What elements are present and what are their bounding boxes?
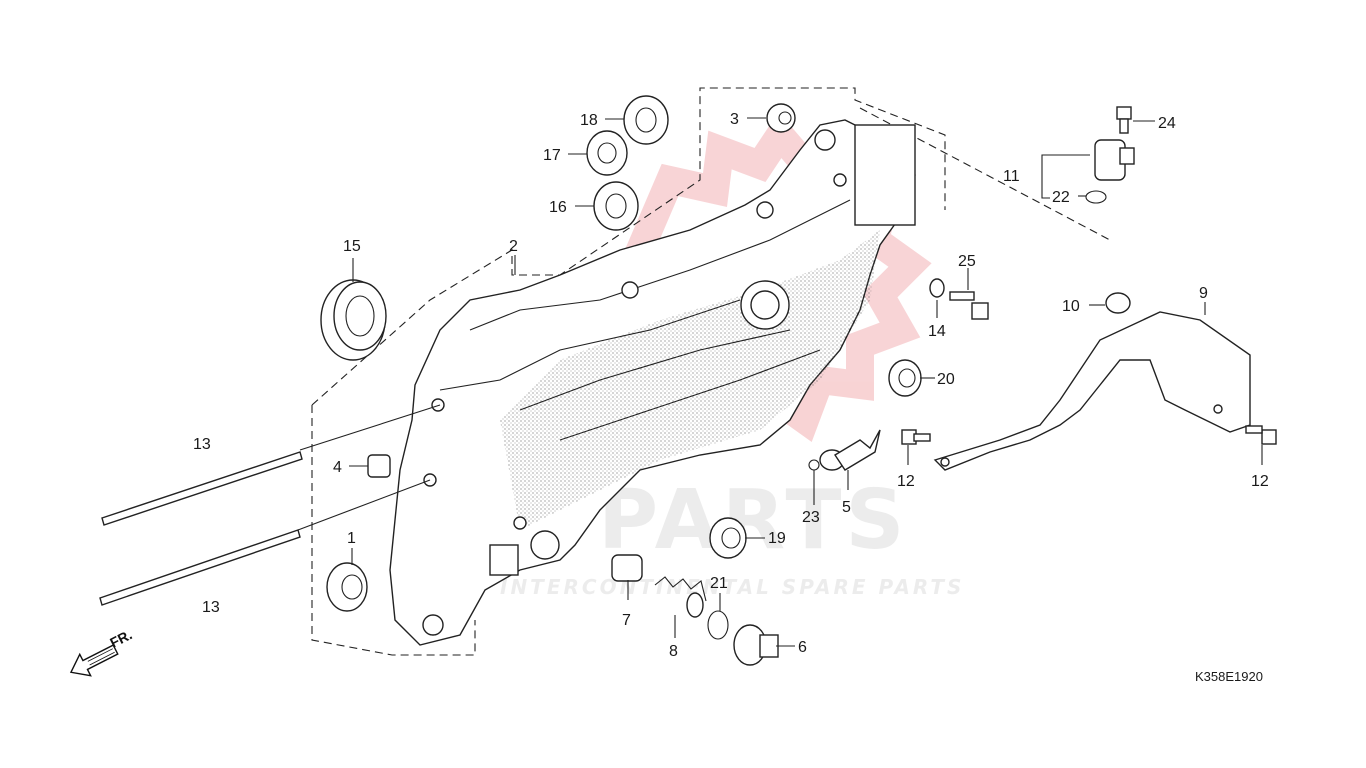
bearing-17 (586, 130, 628, 176)
spring-8 (654, 576, 707, 618)
crankcase-left (389, 119, 916, 646)
part-label-13-upper: 13 (193, 436, 211, 453)
bracket-9 (933, 311, 1251, 471)
diagram-code: K358E1920 (1195, 669, 1263, 684)
clip-23 (808, 459, 820, 471)
seal-19 (709, 517, 747, 559)
part-label-15: 15 (343, 238, 361, 255)
bolt-24 (1116, 106, 1132, 134)
collar-3 (766, 103, 796, 133)
tube-5 (819, 429, 881, 471)
part-label-17: 17 (543, 147, 561, 164)
o-ring-21 (707, 610, 729, 640)
part-label-1: 1 (347, 530, 356, 547)
stud-bolts-13 (99, 451, 303, 606)
bearing-15 (320, 279, 387, 361)
group-outlines (311, 87, 1111, 656)
bolt-12-a (901, 429, 931, 445)
part-label-20: 20 (937, 371, 955, 388)
part-label-22: 22 (1052, 189, 1070, 206)
part-labels: 15 2 3 18 17 16 13 13 4 1 7 8 21 6 19 20… (193, 111, 1269, 660)
part-label-9: 9 (1199, 285, 1208, 302)
part-label-11: 11 (1003, 168, 1020, 185)
speed-sensor-11 (1094, 139, 1135, 181)
part-label-13-lower: 13 (202, 599, 220, 616)
rubber-10 (1105, 292, 1131, 314)
part-label-12-right: 12 (1251, 473, 1269, 490)
part-label-7: 7 (622, 612, 631, 629)
part-label-21: 21 (710, 575, 728, 592)
watermark-tagline: INTERCONTINENTAL SPARE PARTS (500, 575, 964, 599)
part-label-14: 14 (928, 323, 946, 340)
part-label-25: 25 (958, 253, 976, 270)
part-label-6: 6 (798, 639, 807, 656)
part-label-23: 23 (802, 509, 820, 526)
bolt-25 (949, 291, 989, 320)
part-label-3: 3 (730, 111, 739, 128)
part-label-5: 5 (842, 499, 851, 516)
part-label-16: 16 (549, 199, 567, 216)
part-label-18: 18 (580, 112, 598, 129)
direction-arrow-icon (69, 644, 119, 677)
part-label-4: 4 (333, 459, 342, 476)
leaders-13 (297, 404, 441, 531)
part-label-2: 2 (509, 238, 518, 255)
drain-plug-6 (733, 624, 779, 666)
strainer-7 (611, 554, 643, 582)
leader-lines (349, 117, 1263, 647)
bearing-18 (623, 95, 669, 145)
bearing-16 (593, 181, 639, 231)
part-label-8: 8 (669, 643, 678, 660)
part-label-24: 24 (1158, 115, 1176, 132)
part-label-19: 19 (768, 530, 786, 547)
front-direction-arrow: FR. (69, 626, 135, 677)
watermark-brand-part2: PARTS (598, 473, 908, 568)
bolt-12-b (1245, 425, 1277, 445)
dowel-4 (367, 454, 391, 478)
o-ring-22 (1085, 190, 1107, 204)
bearing-1 (326, 562, 368, 612)
seal-20 (888, 359, 922, 397)
washer-14 (929, 278, 945, 298)
part-label-12-left: 12 (897, 473, 915, 490)
part-label-10: 10 (1062, 298, 1080, 315)
